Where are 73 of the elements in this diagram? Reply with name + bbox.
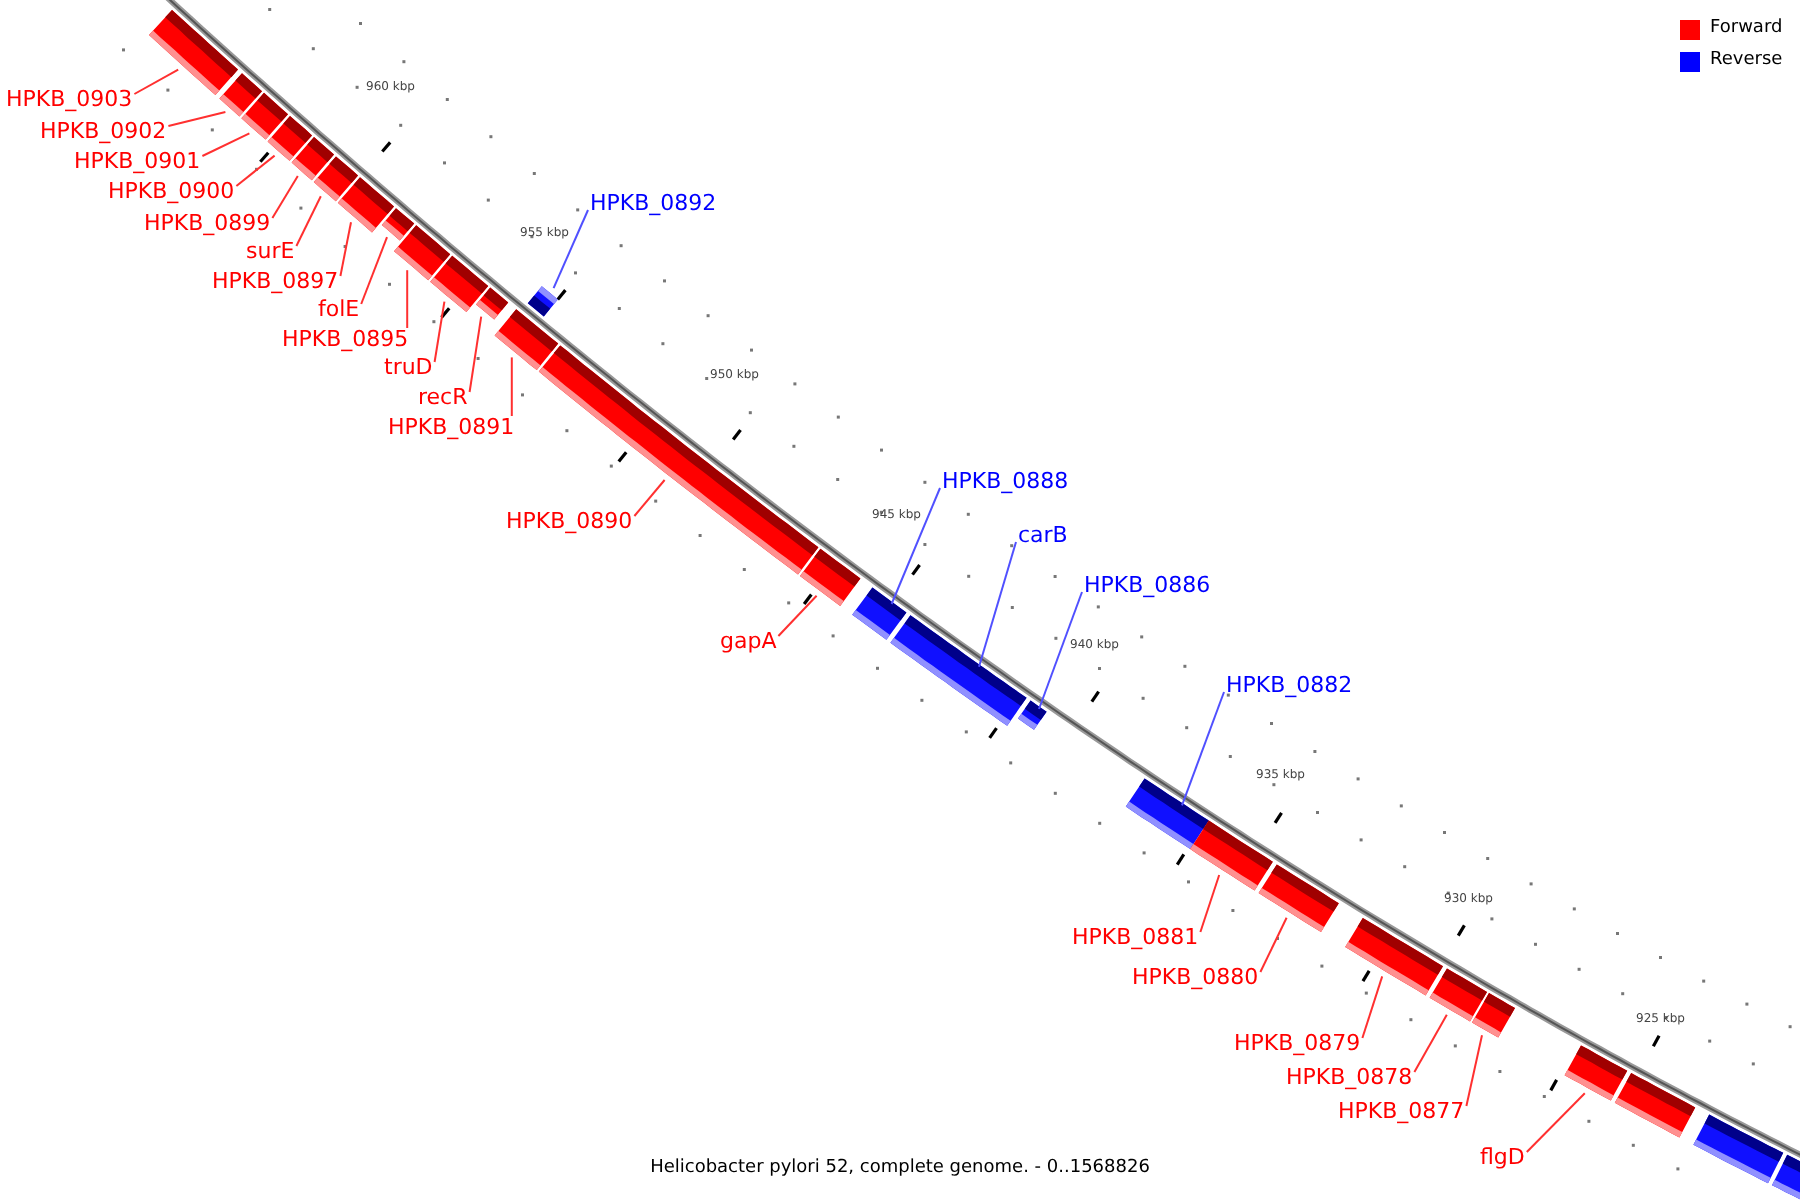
leader-line	[1181, 691, 1225, 807]
gene-label: HPKB_0892	[590, 192, 717, 214]
gene-block	[1472, 993, 1515, 1038]
gene-label: HPKB_0899	[144, 212, 271, 234]
gene-label: gapA	[720, 630, 777, 652]
gene-label: HPKB_0877	[1338, 1100, 1465, 1122]
gene-label: carB	[1018, 524, 1068, 546]
gene-block	[337, 177, 394, 233]
legend-label: Reverse	[1710, 52, 1783, 70]
leader-line	[1525, 1092, 1586, 1153]
gene-block	[476, 287, 509, 320]
gene-block	[890, 615, 1027, 726]
gene-label: HPKB_0897	[212, 270, 339, 292]
gene-block	[494, 309, 559, 370]
gene-block	[1258, 864, 1339, 932]
gene-block	[430, 255, 489, 312]
gene-block	[1614, 1073, 1696, 1138]
gene-label: HPKB_0890	[506, 510, 633, 532]
leader-line	[167, 111, 227, 127]
leader-line	[777, 594, 818, 637]
leader-line	[406, 269, 409, 329]
gene-label: folE	[318, 298, 360, 320]
gene-block	[1564, 1045, 1628, 1101]
gene-label: HPKB_0880	[1132, 966, 1259, 988]
legend-label: Forward	[1710, 20, 1783, 38]
leader-line	[133, 68, 180, 95]
gene-label: HPKB_0882	[1226, 674, 1353, 696]
leader-line	[978, 541, 1017, 668]
gene-label: flgD	[1480, 1146, 1525, 1168]
gene-label: HPKB_0900	[108, 180, 235, 202]
leader-line	[1361, 975, 1384, 1039]
gene-block	[1345, 918, 1443, 996]
gene-block	[527, 286, 558, 317]
gene-block	[1693, 1114, 1784, 1184]
gene-label: HPKB_0901	[74, 150, 201, 172]
leader-line	[201, 132, 251, 157]
leader-line	[295, 195, 322, 247]
gene-block	[1125, 778, 1209, 849]
leader-line	[1465, 1034, 1483, 1107]
leader-line	[1199, 874, 1221, 933]
leader-line	[235, 154, 276, 187]
leader-line	[339, 221, 352, 277]
gene-label: HPKB_0888	[942, 470, 1069, 492]
gene-label: HPKB_0879	[1234, 1032, 1361, 1054]
gene-block	[852, 587, 907, 640]
gene-label: HPKB_0902	[40, 120, 167, 142]
gene-label: HPKB_0903	[6, 88, 133, 110]
gene-block	[1018, 700, 1047, 730]
gene-label: HPKB_0886	[1084, 574, 1211, 596]
gene-label: HPKB_0878	[1286, 1066, 1413, 1088]
leader-line	[552, 209, 589, 290]
gene-label: recR	[418, 386, 468, 408]
leader-line	[433, 300, 446, 363]
gene-label: truD	[384, 356, 433, 378]
leader-line	[468, 315, 483, 393]
leader-line	[360, 236, 388, 305]
caption: Helicobacter pylori 52, complete genome. - 0..1568826	[648, 1160, 1152, 1178]
gene-block	[1772, 1154, 1800, 1200]
gene-label: HPKB_0881	[1072, 926, 1199, 948]
leader-line	[890, 487, 941, 605]
gene-label: HPKB_0891	[388, 416, 515, 438]
gene-label: surE	[246, 240, 295, 262]
leader-line	[510, 356, 513, 417]
leader-line	[1038, 591, 1083, 710]
gene-block	[1190, 820, 1273, 891]
leader-line	[271, 175, 299, 219]
leader-line	[1413, 1013, 1448, 1073]
gene-block	[800, 548, 861, 606]
leader-line	[1259, 916, 1288, 973]
gene-block	[149, 10, 238, 95]
leader-line	[633, 479, 666, 517]
gene-label: HPKB_0895	[282, 328, 409, 350]
gene-block	[1429, 968, 1487, 1022]
